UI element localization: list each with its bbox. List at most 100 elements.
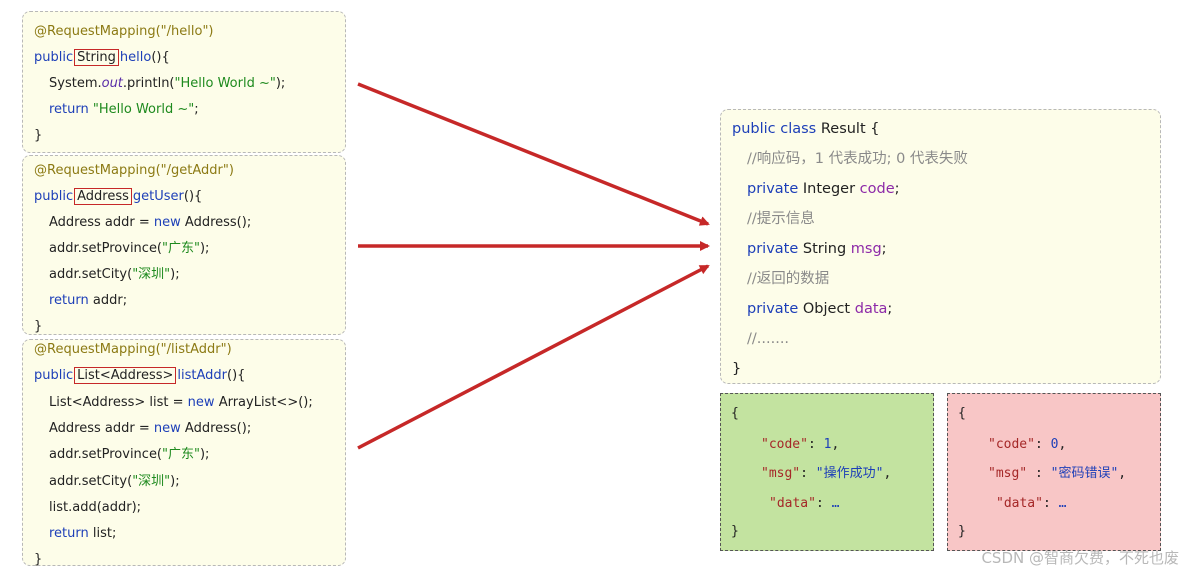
code-line: //....... (732, 329, 789, 349)
code-token: ); (275, 76, 286, 91)
code-token: Object (802, 301, 855, 317)
code-token: ); (170, 473, 180, 489)
code-token: String (802, 241, 851, 257)
code-token: "深圳" (132, 473, 171, 489)
code-token: ; (887, 301, 893, 317)
watermark: CSDN @智商欠费，不死也废 (981, 549, 1179, 567)
code-line: private Integer code; (732, 179, 900, 199)
code-token: Address(); (184, 420, 252, 436)
code-line: addr.setCity("深圳"); (34, 265, 180, 285)
code-line: Address addr = new Address(); (34, 213, 251, 233)
code-token: //提示信息 (747, 211, 815, 227)
code-token: @RequestMapping("/hello") (34, 24, 214, 39)
json-line: "msg" : "密码错误", (988, 464, 1126, 484)
code-token: { (958, 406, 966, 421)
json-line: "msg": "操作成功", (761, 464, 891, 484)
code-token: : (800, 466, 816, 481)
code-token: } (34, 319, 43, 334)
code-token: (){ (151, 50, 170, 65)
json-line: } (958, 522, 966, 542)
code-token: list.add(addr); (49, 499, 142, 515)
code-line: System.out.println("Hello World ~"); (34, 74, 285, 94)
code-token: return (49, 293, 93, 308)
code-line: Address addr = new Address(); (34, 419, 251, 439)
code-token: return (49, 102, 93, 117)
code-token: //....... (747, 331, 790, 347)
code-token: addr.setProvince( (49, 241, 163, 256)
code-token: } (34, 128, 43, 143)
code-token: Result { (820, 121, 880, 137)
code-token: private (747, 181, 803, 197)
code-line: return list; (34, 524, 116, 544)
code-token: @RequestMapping("/getAddr") (34, 163, 234, 178)
code-line: //返回的数据 (732, 269, 829, 289)
code-line: List<Address> list = new ArrayList<>(); (34, 393, 313, 413)
code-token: "广东" (162, 241, 200, 256)
code-token: : (815, 496, 832, 511)
code-token: List<Address> list = (49, 394, 188, 410)
code-line: return addr; (34, 291, 127, 311)
code-token: ); (199, 241, 210, 256)
code-token: .println( (122, 76, 175, 91)
code-token: private (747, 301, 803, 317)
code-line: } (34, 317, 42, 337)
code-token: ArrayList<>(); (218, 394, 313, 410)
arrow-listaddr-to-result (357, 264, 710, 450)
code-token: "code" (761, 437, 808, 452)
code-line: @RequestMapping("/listAddr") (34, 340, 232, 360)
code-line: @RequestMapping("/getAddr") (34, 161, 234, 181)
code-line: return "Hello World ~"; (34, 100, 199, 120)
code-line: addr.setProvince("广东"); (34, 239, 209, 259)
code-token: } (732, 361, 742, 377)
code-token: new (153, 420, 185, 436)
json-line: { (958, 404, 966, 424)
code-token: , (831, 437, 840, 452)
code-token: return (49, 526, 93, 542)
code-token: //返回的数据 (747, 271, 830, 287)
result-class-box: public class Result {//响应码，1 代表成功; 0 代表失… (720, 109, 1161, 384)
code-line: //提示信息 (732, 209, 815, 229)
code-token: msg (850, 241, 882, 257)
code-line: addr.setCity("深圳"); (34, 472, 180, 492)
json-line: "code": 0, (988, 435, 1066, 455)
code-token: ; (194, 102, 199, 117)
code-token: code (859, 181, 895, 197)
code-token: "广东" (162, 447, 200, 463)
code-token: "操作成功" (815, 466, 884, 481)
code-token: addr.setCity( (49, 473, 133, 489)
code-token: Address addr = (49, 420, 154, 436)
code-token: public (34, 368, 74, 384)
code-token: } (34, 552, 43, 568)
code-line: } (34, 126, 42, 146)
code-line: } (732, 359, 741, 379)
json-line: "data": … (996, 494, 1066, 514)
code-line: } (34, 550, 42, 570)
code-token: "code" (988, 437, 1035, 452)
code-token: getUser (132, 189, 184, 204)
json-line: { (731, 404, 739, 424)
code-token: ; (881, 241, 887, 257)
json-line: "code": 1, (761, 435, 839, 455)
code-token: "深圳" (132, 267, 171, 282)
code-token: ); (199, 447, 210, 463)
code-token: addr.setCity( (49, 267, 133, 282)
code-token: Address(); (184, 215, 252, 230)
code-token: public (34, 189, 74, 204)
code-token: addr; (92, 293, 128, 308)
code-token: , (1118, 466, 1127, 481)
code-token: … (1058, 496, 1067, 511)
code-token: { (731, 406, 739, 421)
code-line: private Object data; (732, 299, 892, 319)
highlighted-return-type: List<Address> (74, 367, 177, 385)
code-token: (){ (227, 368, 246, 384)
code-line: addr.setProvince("广东"); (34, 445, 209, 465)
code-token: "密码错误" (1050, 466, 1119, 481)
code-token: … (831, 496, 840, 511)
code-token: : (807, 437, 824, 452)
code-token: ; (894, 181, 900, 197)
